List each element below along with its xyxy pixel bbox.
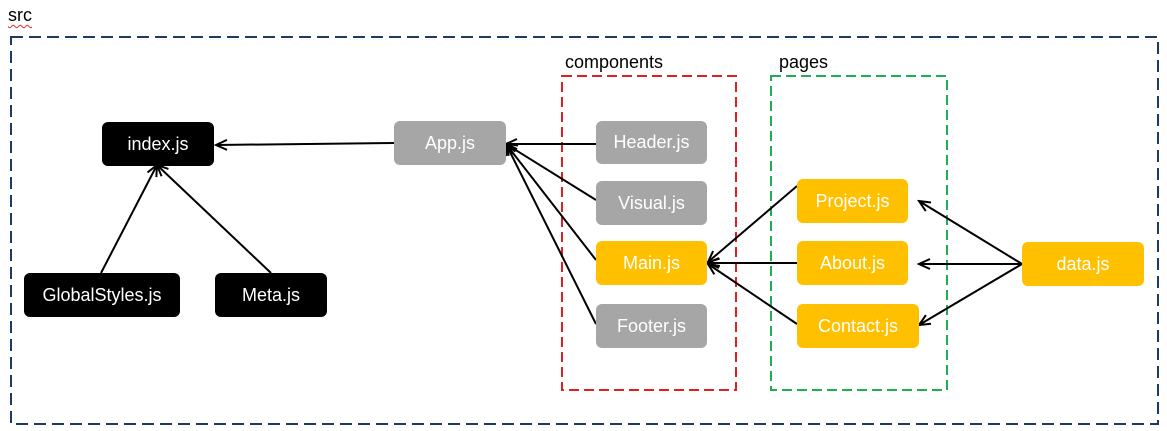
arrow-data-to-contact	[919, 263, 1023, 325]
pages-folder-frame	[770, 75, 948, 391]
src-folder-frame	[10, 36, 1159, 425]
src-label: src	[8, 5, 32, 26]
arrow-visual-to-app	[506, 144, 597, 201]
node-main[interactable]: Main.js	[596, 241, 707, 285]
node-project[interactable]: Project.js	[797, 179, 908, 223]
node-globalstyles[interactable]: GlobalStyles.js	[24, 273, 180, 317]
node-app[interactable]: App.js	[394, 121, 506, 165]
arrow-project-to-main	[708, 185, 798, 262]
arrow-globalstyles-to-index	[100, 165, 157, 274]
components-label: components	[565, 52, 664, 72]
node-visual[interactable]: Visual.js	[596, 181, 707, 225]
node-header[interactable]: Header.js	[596, 121, 707, 164]
arrow-contact-to-main	[708, 264, 798, 325]
node-data[interactable]: data.js	[1022, 242, 1144, 286]
pages-label: pages	[779, 52, 829, 72]
node-meta[interactable]: Meta.js	[215, 273, 327, 317]
arrow-meta-to-index	[157, 165, 272, 274]
node-footer[interactable]: Footer.js	[596, 304, 707, 348]
arrow-app-to-index	[216, 143, 395, 145]
node-contact[interactable]: Contact.js	[797, 304, 919, 348]
arrow-data-to-project	[919, 201, 1023, 265]
src-label-text: src	[8, 5, 32, 25]
node-about[interactable]: About.js	[797, 241, 908, 285]
arrow-footer-to-app	[506, 144, 597, 325]
arrow-main-to-app	[506, 144, 597, 261]
components-folder-frame	[561, 75, 737, 391]
node-index[interactable]: index.js	[102, 122, 214, 166]
